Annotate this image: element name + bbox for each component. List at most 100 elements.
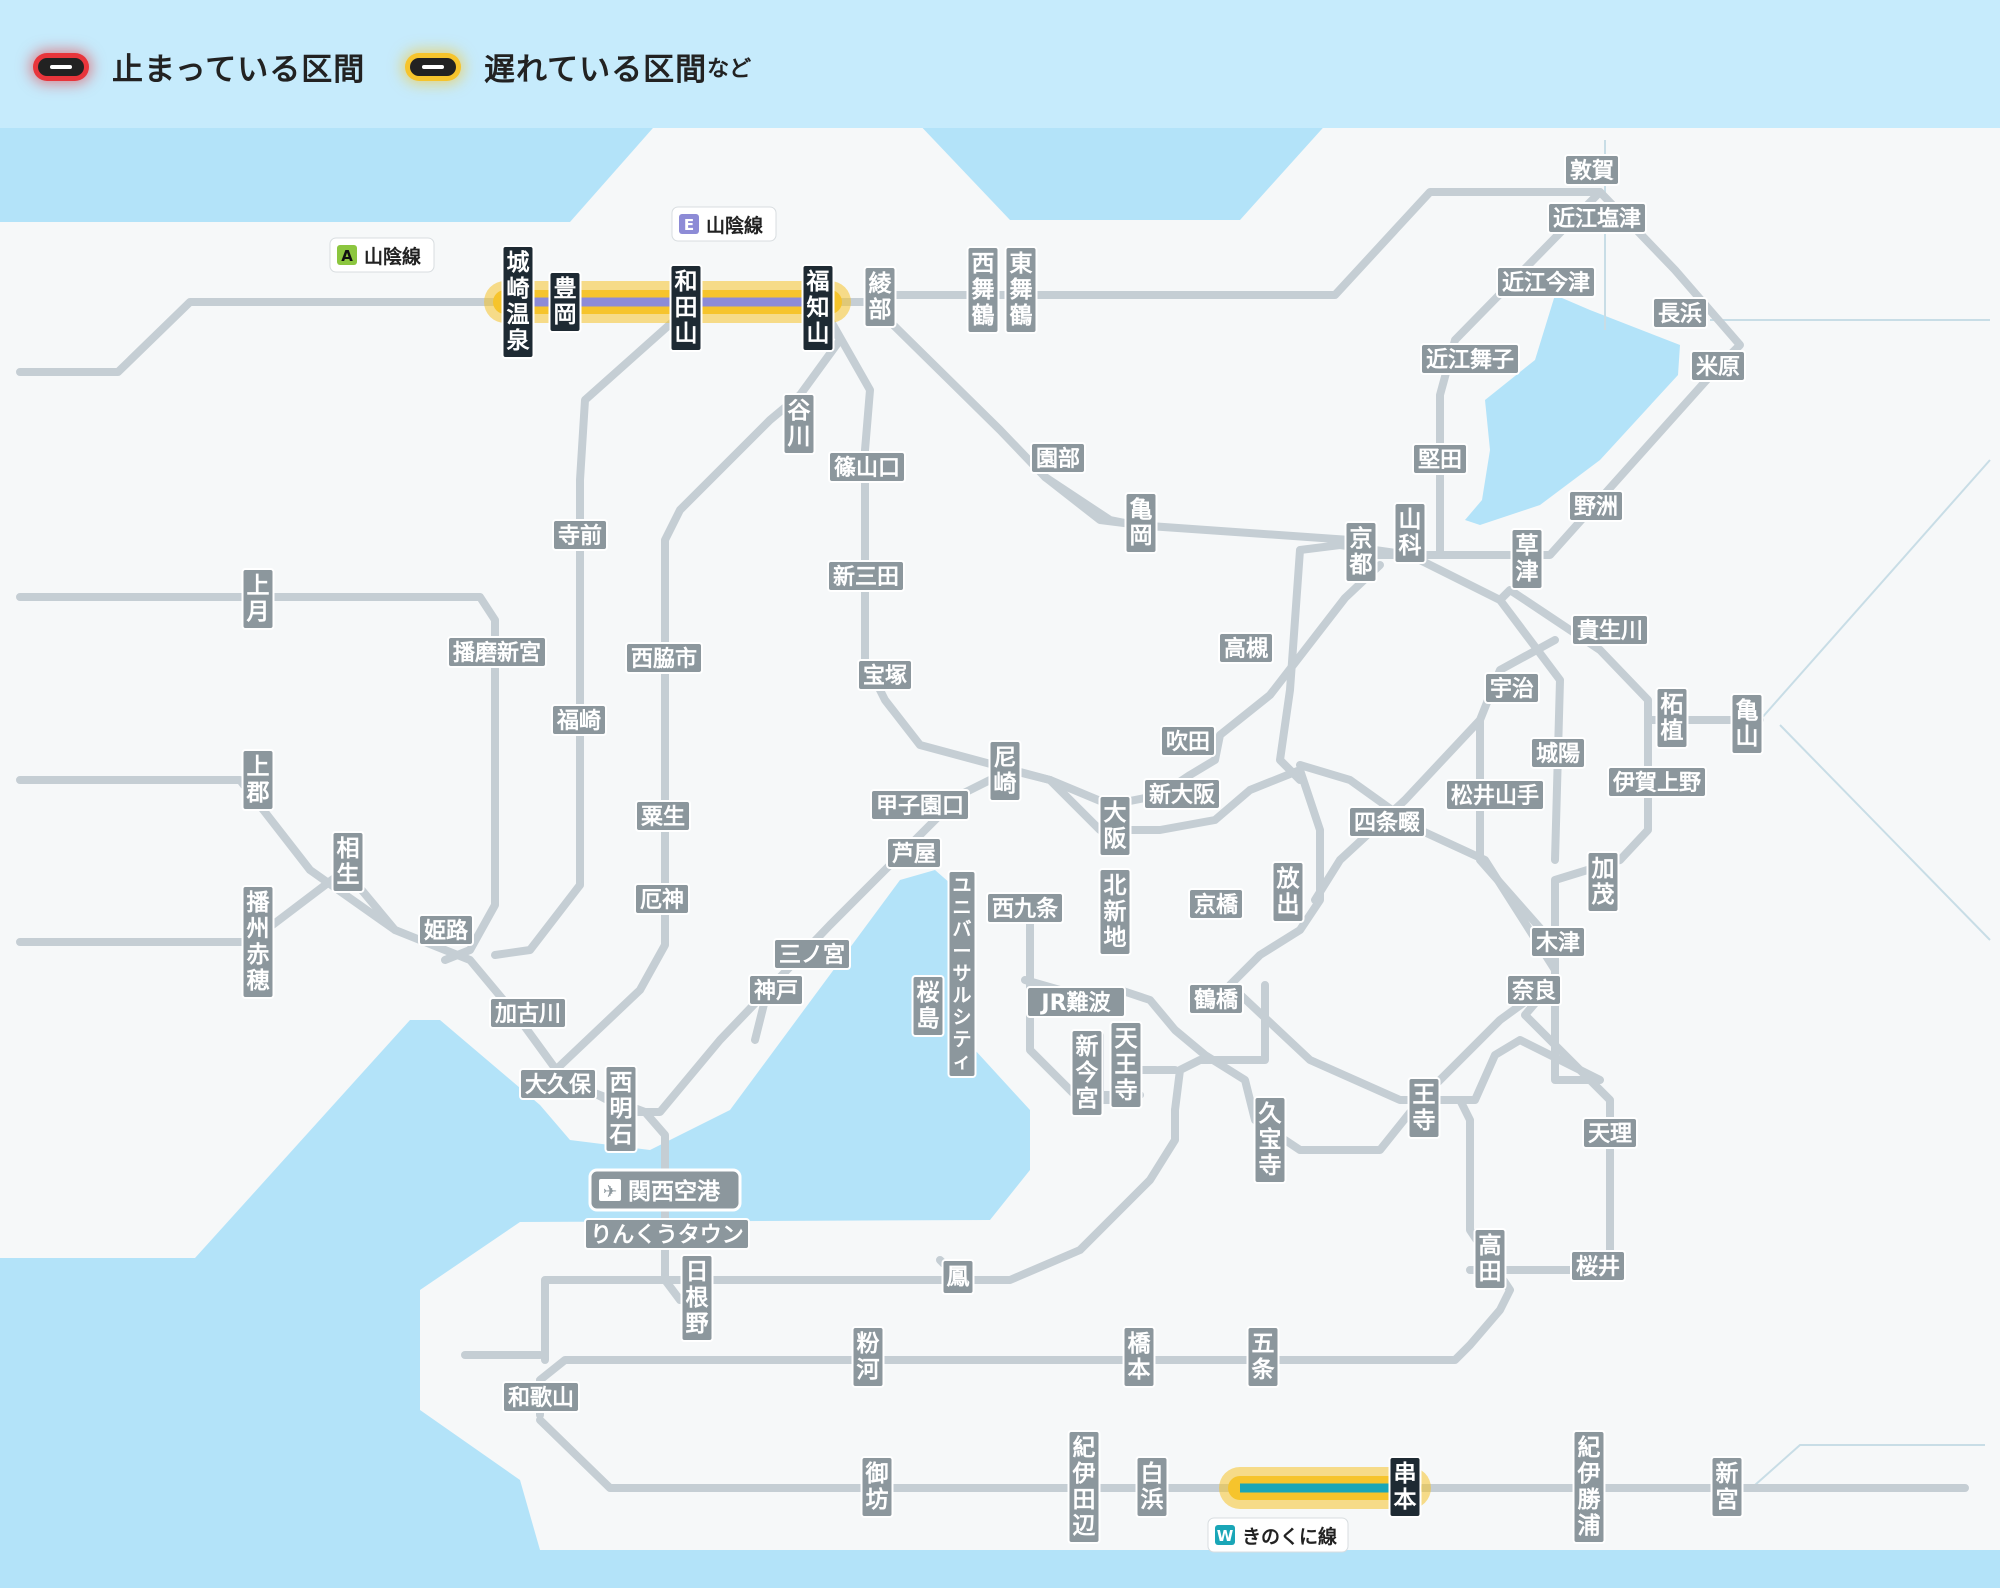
station-universal[interactable]: ユニバーサルシティ <box>947 870 977 1078</box>
station-tennoji[interactable]: 天王寺 <box>1109 1021 1143 1109</box>
station-wakayama[interactable]: 和歌山 <box>502 1381 580 1413</box>
station-teramae[interactable]: 寺前 <box>552 519 608 551</box>
station-toyooka[interactable]: 豊岡 <box>548 271 582 333</box>
station-shinsanda[interactable]: 新三田 <box>827 560 905 592</box>
station-sakurajima[interactable]: 桜島 <box>911 975 945 1037</box>
station-shinosaka[interactable]: 新大阪 <box>1143 778 1221 810</box>
station-shingu[interactable]: 新宮 <box>1710 1456 1744 1518</box>
station-kizu[interactable]: 木津 <box>1530 926 1586 958</box>
station-takarazuka[interactable]: 宝塚 <box>857 659 913 691</box>
station-label: 鶴橋 <box>1194 987 1239 1013</box>
station-nishiakashi[interactable]: 西明石 <box>604 1065 638 1153</box>
station-kameyama[interactable]: 亀山 <box>1730 693 1764 755</box>
station-kiitanabe[interactable]: 紀伊田辺 <box>1067 1430 1101 1544</box>
station-nara[interactable]: 奈良 <box>1506 974 1562 1006</box>
station-kobe[interactable]: 神戸 <box>748 974 804 1006</box>
station-kiikatsuura[interactable]: 紀伊勝浦 <box>1572 1430 1606 1544</box>
station-label: 甲子園口 <box>876 794 964 819</box>
station-tsuge[interactable]: 柘植 <box>1655 687 1689 749</box>
station-nishikujo[interactable]: 西九条 <box>986 892 1064 924</box>
station-omishiotsu[interactable]: 近江塩津 <box>1547 202 1647 234</box>
station-kakogawa[interactable]: 加古川 <box>489 997 567 1029</box>
station-matsuiyamate[interactable]: 松井山手 <box>1445 779 1545 811</box>
station-higashimaizuru[interactable]: 東舞鶴 <box>1004 246 1038 334</box>
station-banshuako[interactable]: 播州赤穂 <box>241 885 275 999</box>
station-uji[interactable]: 宇治 <box>1484 672 1540 704</box>
station-yasu[interactable]: 野洲 <box>1568 490 1624 522</box>
station-kamo[interactable]: 加茂 <box>1586 851 1620 913</box>
station-harimashingu[interactable]: 播磨新宮 <box>447 636 547 668</box>
station-maibara[interactable]: 米原 <box>1690 350 1746 382</box>
station-ao[interactable]: 粟生 <box>635 800 691 832</box>
station-yakujin[interactable]: 厄神 <box>634 883 690 915</box>
station-kyobashi[interactable]: 京橋 <box>1188 888 1244 920</box>
station-kusatsu[interactable]: 草津 <box>1510 528 1544 590</box>
station-hanaten[interactable]: 放出 <box>1271 861 1305 923</box>
station-yamashina[interactable]: 山科 <box>1393 502 1427 564</box>
station-ayabe[interactable]: 綾部 <box>863 266 897 328</box>
station-igaueno[interactable]: 伊賀上野 <box>1607 766 1707 798</box>
station-label: 天理 <box>1588 1122 1632 1147</box>
station-jrnamba[interactable]: JR難波 <box>1026 986 1126 1018</box>
station-shinimamiya[interactable]: 新今宮 <box>1070 1029 1104 1117</box>
station-fukuchiyama[interactable]: 福知山 <box>801 264 835 352</box>
station-sasayamaguchi[interactable]: 篠山口 <box>828 451 906 483</box>
station-suita[interactable]: 吹田 <box>1160 725 1216 757</box>
line-badge-sanin-e[interactable]: E 山陰線 <box>671 206 777 242</box>
station-okubo[interactable]: 大久保 <box>519 1068 597 1100</box>
station-kinosaki[interactable]: 城崎温泉 <box>501 245 535 359</box>
station-aioi[interactable]: 相生 <box>331 831 365 893</box>
station-koshienguchi[interactable]: 甲子園口 <box>870 789 970 821</box>
station-kozuki[interactable]: 上月 <box>241 568 275 630</box>
station-label: 御坊 <box>865 1460 889 1513</box>
station-rinku[interactable]: りんくうタウン <box>584 1218 750 1250</box>
station-himeji[interactable]: 姫路 <box>418 914 474 946</box>
station-wadayama[interactable]: 和田山 <box>669 264 703 352</box>
station-label: 紀伊勝浦 <box>1577 1434 1602 1539</box>
station-amagasaki[interactable]: 尼崎 <box>988 740 1022 802</box>
station-kokawa[interactable]: 粉河 <box>851 1326 885 1388</box>
station-kitashinchi[interactable]: 北新地 <box>1098 868 1132 956</box>
station-katata[interactable]: 堅田 <box>1412 443 1468 475</box>
line-badge-kinokuni[interactable]: W きのくに線 <box>1207 1517 1349 1553</box>
station-takatsuki[interactable]: 高槻 <box>1218 632 1274 664</box>
station-nishiwakishi[interactable]: 西脇市 <box>625 642 703 674</box>
station-sonobe[interactable]: 園部 <box>1030 442 1086 474</box>
station-shijonawate[interactable]: 四条畷 <box>1348 806 1426 838</box>
station-osaka[interactable]: 大阪 <box>1098 795 1132 857</box>
station-kibukawa[interactable]: 貴生川 <box>1571 614 1649 646</box>
station-tanikawa[interactable]: 谷川 <box>782 393 816 455</box>
station-hineno[interactable]: 日根野 <box>680 1254 714 1342</box>
station-label: 加茂 <box>1591 856 1615 908</box>
station-gobo[interactable]: 御坊 <box>860 1456 894 1518</box>
station-omiimazu[interactable]: 近江今津 <box>1496 266 1596 298</box>
station-sakurai[interactable]: 桜井 <box>1570 1250 1626 1282</box>
station-kyuhoji[interactable]: 久宝寺 <box>1253 1096 1287 1184</box>
station-oji[interactable]: 王寺 <box>1407 1077 1441 1139</box>
station-nishimaizuru[interactable]: 西舞鶴 <box>966 246 1000 334</box>
station-otori[interactable]: 鳳 <box>941 1259 975 1295</box>
station-tsuruhashi[interactable]: 鶴橋 <box>1188 983 1244 1015</box>
station-hashimoto[interactable]: 橋本 <box>1122 1326 1156 1388</box>
station-kamigori[interactable]: 上郡 <box>241 749 275 811</box>
station-fukusaki[interactable]: 福崎 <box>551 704 607 736</box>
station-sannomiya[interactable]: 三ノ宮 <box>773 938 851 970</box>
station-kushimoto[interactable]: 串本 <box>1388 1456 1422 1518</box>
station-label: 亀山 <box>1736 698 1759 750</box>
station-ashiya[interactable]: 芦屋 <box>886 837 942 869</box>
station-label: 宝塚 <box>863 663 907 689</box>
station-omimaiko[interactable]: 近江舞子 <box>1420 343 1520 375</box>
station-gojo[interactable]: 五条 <box>1246 1326 1280 1388</box>
airport-kansai[interactable]: ✈ 関西空港 <box>588 1168 742 1212</box>
station-nagahama[interactable]: 長浜 <box>1652 297 1708 329</box>
line-badge-sanin-a[interactable]: A 山陰線 <box>329 237 435 273</box>
station-joyo[interactable]: 城陽 <box>1530 737 1586 769</box>
station-kyoto[interactable]: 京都 <box>1344 521 1378 583</box>
station-takada[interactable]: 高田 <box>1473 1228 1507 1290</box>
station-tsuruga[interactable]: 敦賀 <box>1564 154 1620 186</box>
station-shirahama[interactable]: 白浜 <box>1135 1456 1169 1518</box>
line-letter-e: E <box>684 216 694 234</box>
station-tenri[interactable]: 天理 <box>1582 1117 1638 1149</box>
station-kameoka[interactable]: 亀岡 <box>1124 492 1158 554</box>
station-label: 城崎温泉 <box>507 249 531 354</box>
